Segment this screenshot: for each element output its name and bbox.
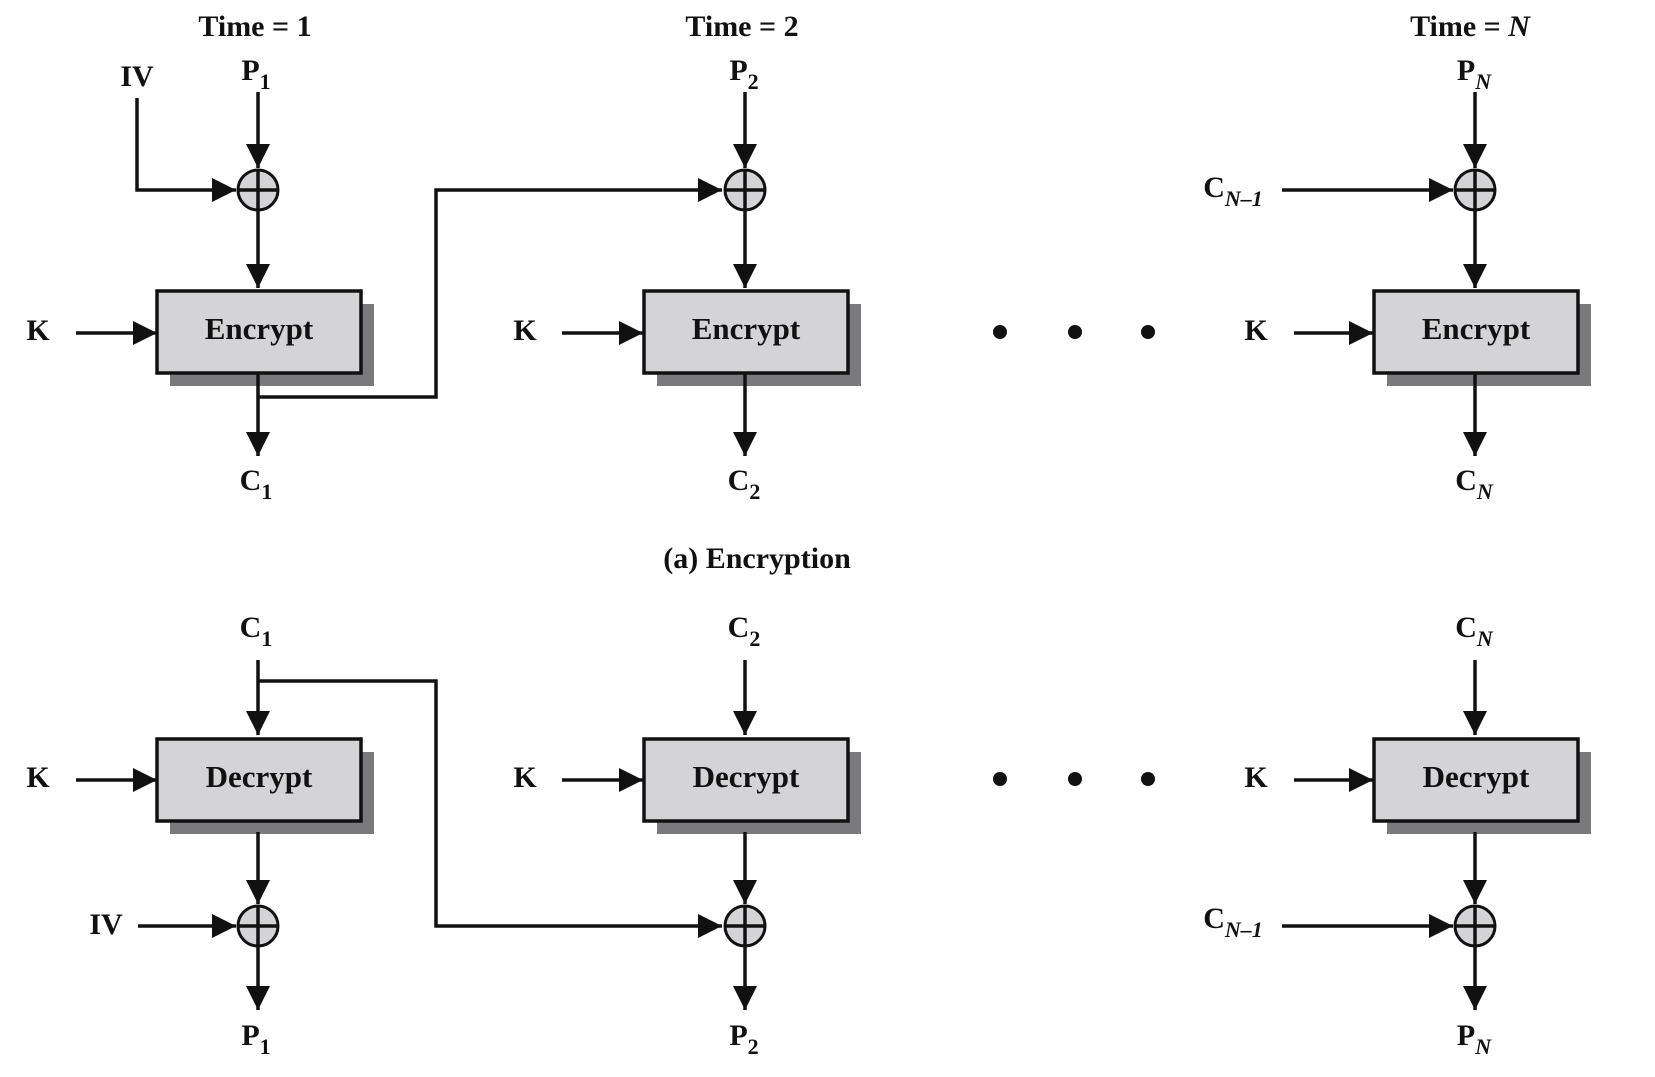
svg-text:Decrypt: Decrypt — [693, 759, 800, 794]
encrypt-block-1: Encrypt — [155, 289, 374, 386]
dec-kn-label: K — [1244, 761, 1268, 794]
dec-ellipsis — [993, 772, 1155, 786]
enc-k2-label: K — [513, 314, 537, 347]
time-n-label: Time = N — [1410, 10, 1531, 43]
dec-p2-label: P2 — [729, 1019, 758, 1059]
enc-c1-label: C1 — [240, 464, 273, 504]
enc-ellipsis — [993, 325, 1155, 339]
enc-cn-1-label: CN–1 — [1203, 171, 1263, 211]
svg-text:Encrypt: Encrypt — [692, 311, 801, 346]
time-2-label: Time = 2 — [685, 10, 798, 43]
dec-xor-n — [1453, 904, 1497, 948]
enc-xor-n — [1453, 168, 1497, 212]
svg-text:Encrypt: Encrypt — [1422, 311, 1531, 346]
dec-iv-label: IV — [89, 908, 123, 941]
enc-c1-feedback-arrow — [258, 178, 722, 399]
decrypt-block-2: Decrypt — [642, 737, 861, 834]
enc-iv-arrow — [135, 98, 236, 202]
dec-k2-label: K — [513, 761, 537, 794]
svg-text:Encrypt: Encrypt — [205, 311, 314, 346]
encryption-caption: (a) Encryption — [663, 542, 851, 575]
enc-pn-label: PN — [1457, 54, 1492, 94]
svg-text:Decrypt: Decrypt — [206, 759, 313, 794]
enc-xor-2 — [723, 168, 767, 212]
dec-cn-label: CN — [1455, 611, 1494, 651]
svg-text:Decrypt: Decrypt — [1423, 759, 1530, 794]
decrypt-block-1: Decrypt — [155, 737, 374, 834]
dec-xor-2 — [723, 904, 767, 948]
enc-p2-label: P2 — [729, 54, 758, 94]
encrypt-block-n: Encrypt — [1372, 289, 1591, 386]
dec-cn-1-label: CN–1 — [1203, 902, 1263, 942]
enc-xor-1 — [236, 168, 280, 212]
dec-xor-1 — [236, 904, 280, 948]
enc-c2-label: C2 — [728, 464, 761, 504]
dec-p1-label: P1 — [241, 1019, 270, 1059]
decrypt-block-n: Decrypt — [1372, 737, 1591, 834]
enc-cn-label: CN — [1455, 464, 1494, 504]
dec-c1-feedback-arrow — [258, 679, 722, 938]
enc-iv-label: IV — [120, 60, 154, 93]
enc-k1-label: K — [26, 314, 50, 347]
enc-p1-label: P1 — [241, 54, 270, 94]
dec-c2-label: C2 — [728, 611, 761, 651]
dec-c1-label: C1 — [240, 611, 273, 651]
time-1-label: Time = 1 — [198, 10, 311, 43]
dec-pn-label: PN — [1457, 1019, 1492, 1059]
dec-k1-label: K — [26, 761, 50, 794]
enc-kn-label: K — [1244, 314, 1268, 347]
encrypt-block-2: Encrypt — [642, 289, 861, 386]
